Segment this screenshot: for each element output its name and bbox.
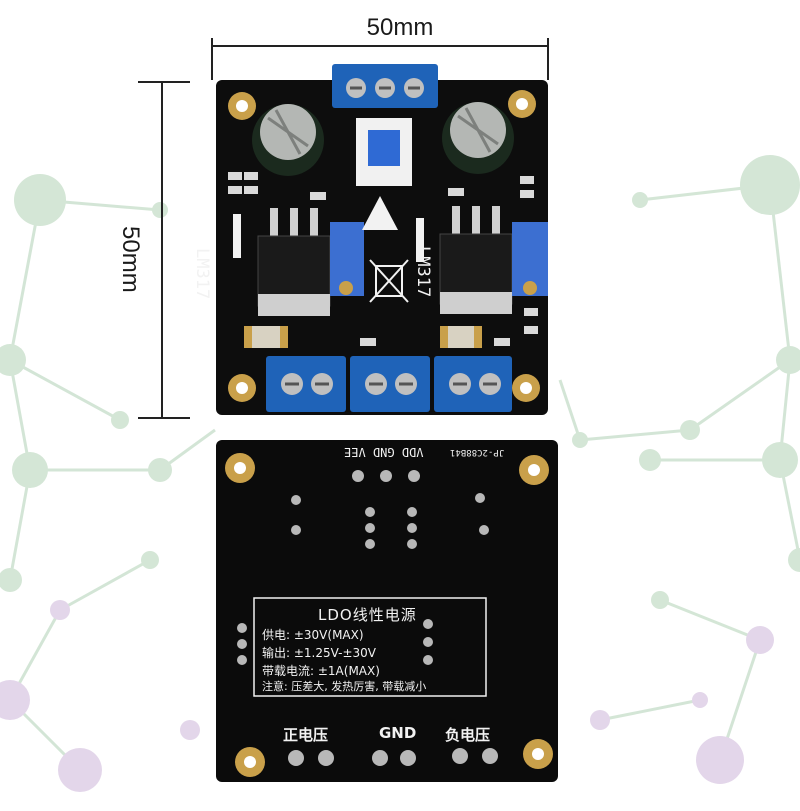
- mounting-hole: [228, 90, 540, 402]
- ceramic-capacitor: [244, 326, 482, 348]
- header-pin-labels: VDD GND VEE: [344, 445, 424, 459]
- info-line-output: 输出: ±1.25V-±30V: [262, 646, 377, 660]
- regulator-label-right: LM317: [413, 246, 433, 298]
- regulator-label-left: LM317: [192, 248, 212, 300]
- positive-voltage-label: 正电压: [283, 726, 329, 744]
- info-line-current: 带载电流: ±1A(MAX): [262, 664, 380, 678]
- negative-voltage-label: 负电压: [445, 726, 491, 744]
- info-line-note: 注意: 压差大, 发热厉害, 带载减小: [262, 680, 427, 693]
- board-code: JP-2C88B41: [450, 447, 505, 457]
- smd-components: [228, 172, 538, 346]
- mounting-hole: [225, 453, 553, 777]
- front-board: [216, 64, 548, 415]
- width-dimension-label: 50mm: [366, 14, 434, 41]
- electrolytic-capacitor: [252, 102, 514, 176]
- width-dimension-line: [211, 38, 549, 80]
- info-line-supply: 供电: ±30V(MAX): [262, 628, 364, 642]
- trimmer-potentiometer: [330, 222, 548, 296]
- power-switch: [356, 118, 412, 186]
- back-board: [216, 440, 558, 782]
- weee-symbol: [369, 259, 409, 303]
- input-terminal-block: [332, 64, 438, 108]
- background-nodes-purple: [0, 600, 774, 792]
- background-nodes: [0, 155, 800, 609]
- solder-joints: [237, 470, 498, 766]
- output-terminal-block: [266, 356, 512, 412]
- info-box-frame: [253, 597, 487, 697]
- info-title: LDO线性电源: [318, 606, 417, 624]
- gnd-label: GND: [379, 724, 417, 742]
- height-dimension-line: [138, 81, 190, 419]
- height-dimension-label: 50mm: [117, 226, 144, 293]
- brand-logo: [362, 196, 398, 230]
